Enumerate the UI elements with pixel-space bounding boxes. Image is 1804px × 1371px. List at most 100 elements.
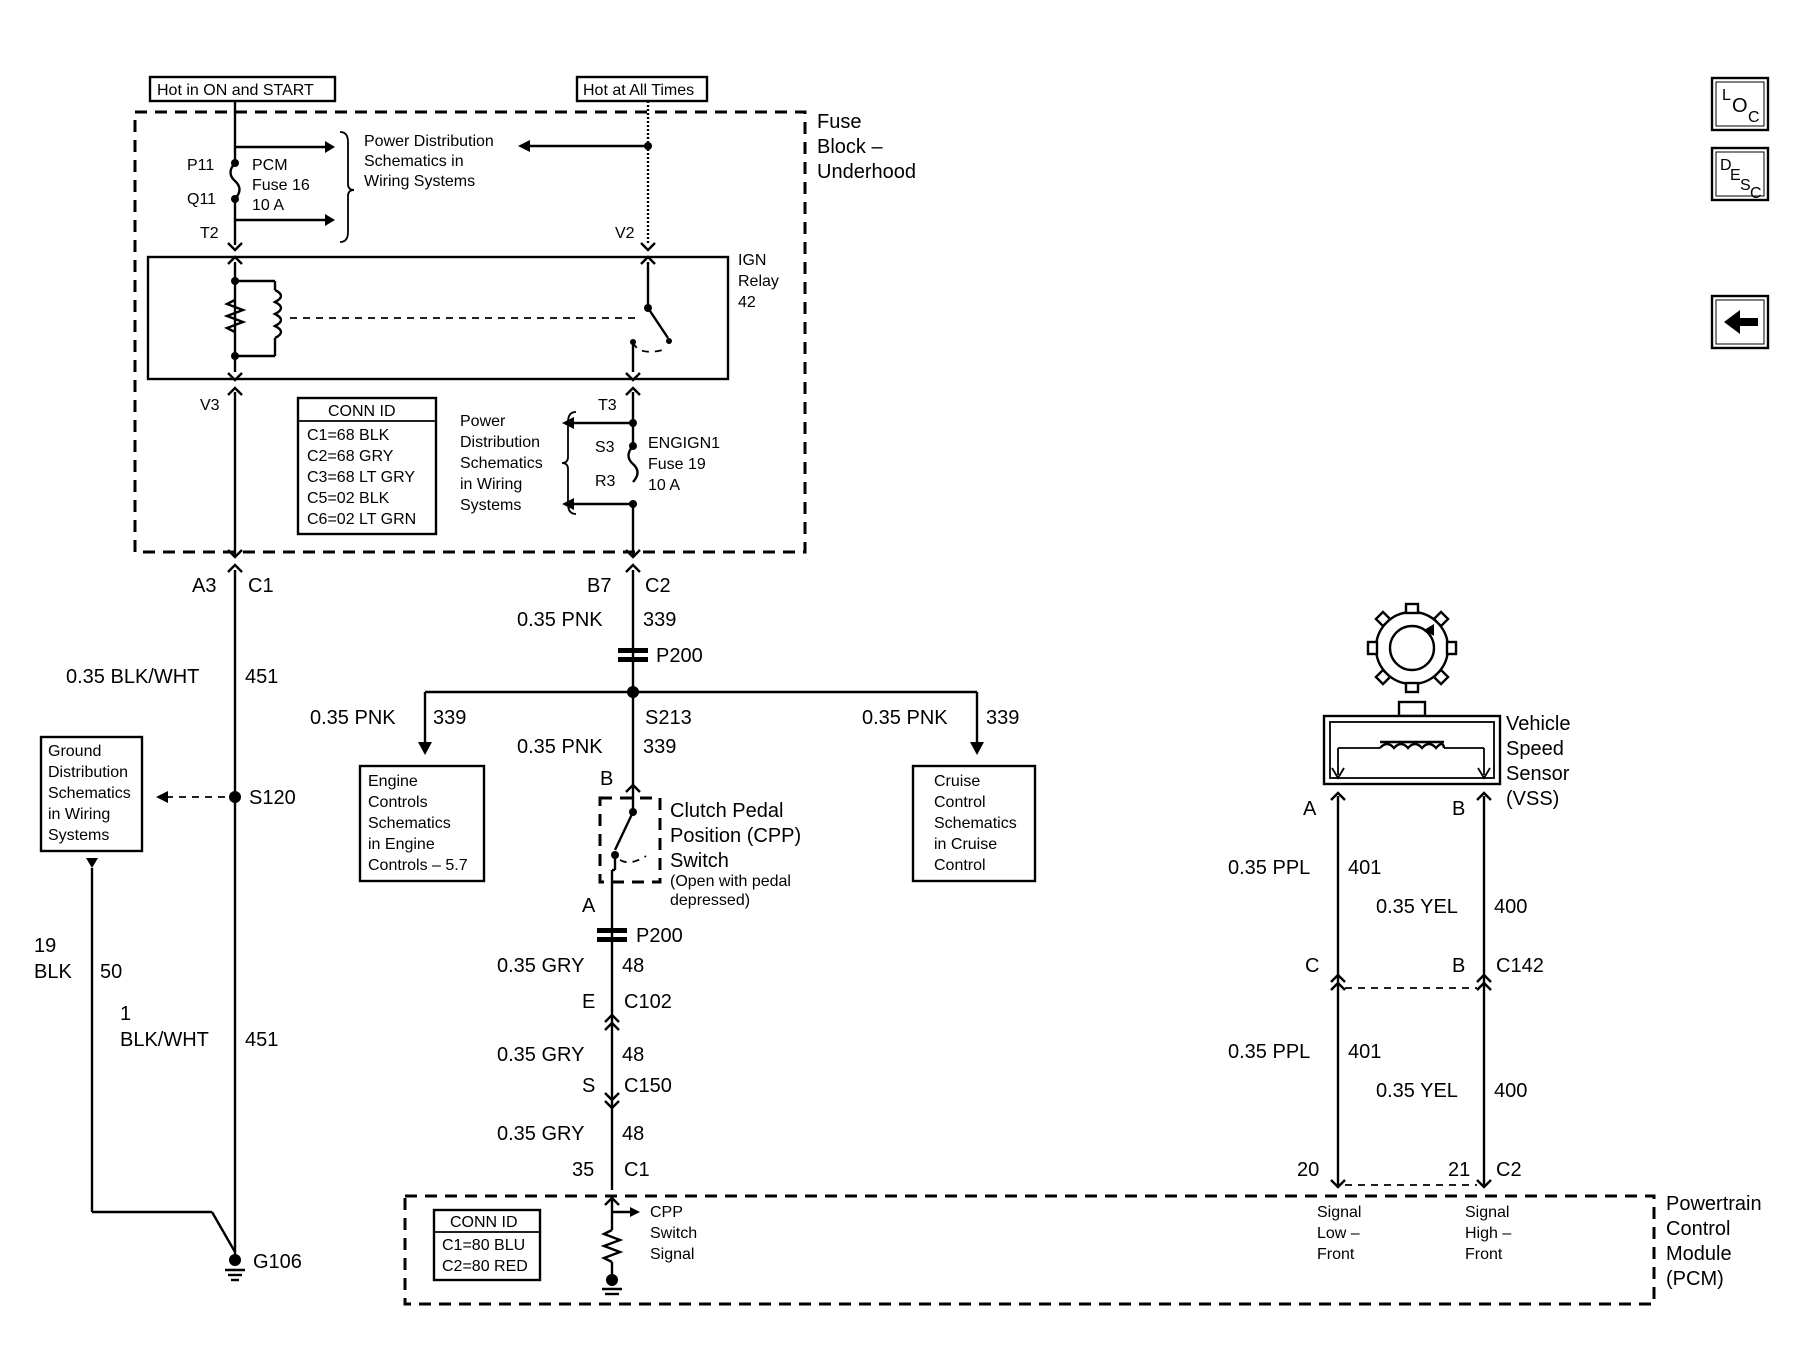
- fuse-block-title: Fuse Block – Underhood: [817, 111, 916, 183]
- svg-text:(VSS): (VSS): [1506, 788, 1559, 810]
- pcm-fuse-16: [229, 162, 241, 200]
- svg-text:Systems: Systems: [48, 827, 109, 844]
- conn-c142: C142: [1496, 955, 1544, 977]
- svg-text:in Cruise: in Cruise: [934, 836, 997, 853]
- blk-gauge: 19: [34, 935, 56, 957]
- vss-coil: [1379, 742, 1446, 750]
- svg-text:High –: High –: [1465, 1225, 1511, 1242]
- svg-text:Front: Front: [1317, 1246, 1355, 1263]
- mid-branch-num: 339: [643, 736, 676, 758]
- svg-text:Clutch Pedal: Clutch Pedal: [670, 800, 783, 822]
- yel2-num: 400: [1494, 1080, 1527, 1102]
- power-distribution-mid: Power Distribution Schematics in Wiring …: [460, 413, 543, 514]
- svg-text:D: D: [1720, 157, 1732, 174]
- lower-gauge: 1: [120, 1003, 131, 1025]
- pin-t3: T3: [598, 397, 617, 414]
- pcm-pin-21: 21: [1448, 1159, 1470, 1181]
- svg-text:in Wiring: in Wiring: [48, 806, 110, 823]
- svg-text:in Engine: in Engine: [368, 836, 435, 853]
- power-distribution-top: Power Distribution Schematics in Wiring …: [364, 133, 494, 190]
- pcm-fuse-labels: P11 Q11 T2 PCM Fuse 16 10 A: [187, 157, 310, 242]
- p200-bottom-connector: [597, 928, 627, 933]
- back-arrow-icon: [1724, 310, 1758, 334]
- right-branch-num: 339: [986, 707, 1019, 729]
- svg-text:10 A: 10 A: [648, 477, 680, 494]
- svg-text:Relay: Relay: [738, 273, 779, 290]
- wire-label-blk-wht: 0.35 BLK/WHT: [66, 666, 199, 688]
- gry3-num: 48: [622, 1123, 644, 1145]
- svg-text:10 A: 10 A: [252, 197, 284, 214]
- pin-e: E: [582, 991, 595, 1013]
- left-branch-label: 0.35 PNK: [310, 707, 396, 729]
- svg-text:(Open with pedal: (Open with pedal: [670, 873, 791, 890]
- cpp-switch-boundary: [598, 796, 662, 884]
- svg-text:Controls – 5.7: Controls – 5.7: [368, 857, 468, 874]
- relay-coil: [272, 288, 283, 340]
- svg-text:S3: S3: [595, 439, 615, 456]
- desc-button[interactable]: D E S C: [1710, 146, 1770, 202]
- svg-text:Speed: Speed: [1506, 738, 1564, 760]
- svg-text:C: C: [1750, 185, 1762, 202]
- svg-text:Schematics: Schematics: [934, 815, 1017, 832]
- svg-text:L: L: [1722, 87, 1731, 104]
- s120-label: S120: [249, 787, 296, 809]
- s213-label: S213: [645, 707, 692, 729]
- svg-text:Hot in ON and START: Hot in ON and START: [157, 82, 314, 99]
- relay-resistor: [223, 298, 247, 334]
- svg-text:Systems: Systems: [460, 497, 521, 514]
- svg-text:Fuse 16: Fuse 16: [252, 177, 310, 194]
- ppl1-label: 0.35 PPL: [1228, 857, 1310, 879]
- wire1-label: 0.35 PNK: [517, 609, 603, 631]
- right-branch-label: 0.35 PNK: [862, 707, 948, 729]
- ppl1-num: 401: [1348, 857, 1381, 879]
- blk-label: BLK: [34, 961, 72, 983]
- svg-text:Fuse: Fuse: [817, 111, 861, 133]
- svg-text:C3=68 LT GRY: C3=68 LT GRY: [307, 469, 415, 486]
- svg-text:O: O: [1732, 95, 1748, 117]
- svg-text:in Wiring: in Wiring: [460, 476, 522, 493]
- signal-low-label: Signal Low – Front: [1317, 1204, 1361, 1263]
- pcm-title: Powertrain Control Module (PCM): [1666, 1193, 1762, 1290]
- svg-text:Control: Control: [934, 857, 986, 874]
- gry3-label: 0.35 GRY: [497, 1123, 584, 1145]
- ground-g106: [225, 1254, 245, 1282]
- gry1-label: 0.35 GRY: [497, 955, 584, 977]
- wire1-num: 339: [643, 609, 676, 631]
- svg-text:T2: T2: [200, 225, 219, 242]
- loc-button[interactable]: L O C: [1710, 76, 1770, 132]
- svg-text:depressed): depressed): [670, 892, 750, 909]
- svg-text:CONN ID: CONN ID: [450, 1214, 518, 1231]
- svg-text:Schematics: Schematics: [368, 815, 451, 832]
- ppl2-num: 401: [1348, 1041, 1381, 1063]
- yel1-num: 400: [1494, 896, 1527, 918]
- ign-relay-label: IGN Relay 42: [738, 252, 779, 311]
- svg-text:CONN ID: CONN ID: [328, 403, 396, 420]
- back-arrow-button[interactable]: [1710, 294, 1770, 350]
- svg-text:Ground: Ground: [48, 743, 101, 760]
- conn-c1-left: C1: [248, 575, 274, 597]
- svg-text:Distribution: Distribution: [48, 764, 128, 781]
- cruise-control-box: Cruise Control Schematics in Cruise Cont…: [911, 764, 1037, 883]
- engign1-labels: S3 R3 ENGIGN1 Fuse 19 10 A: [595, 435, 720, 494]
- svg-text:Schematics in: Schematics in: [364, 153, 464, 170]
- conn-c2-pcm: C2: [1496, 1159, 1522, 1181]
- gry2-label: 0.35 GRY: [497, 1044, 584, 1066]
- svg-text:Powertrain: Powertrain: [1666, 1193, 1762, 1215]
- cpp-switch-contact: [613, 811, 635, 851]
- vss-title: Vehicle Speed Sensor (VSS): [1506, 713, 1571, 810]
- svg-text:E: E: [1730, 167, 1741, 184]
- svg-text:Signal: Signal: [1317, 1204, 1361, 1221]
- engine-controls-box: Engine Controls Schematics in Engine Con…: [358, 764, 486, 883]
- svg-text:Power: Power: [460, 413, 506, 430]
- engign1-fuse-19: [627, 445, 639, 483]
- svg-text:Power Distribution: Power Distribution: [364, 133, 494, 150]
- svg-text:C2=80 RED: C2=80 RED: [442, 1258, 528, 1275]
- svg-text:CPP: CPP: [650, 1204, 683, 1221]
- cpp-switch-label: Clutch Pedal Position (CPP) Switch (Open…: [670, 800, 801, 909]
- svg-text:(PCM): (PCM): [1666, 1268, 1724, 1290]
- pin-v2: V2: [615, 225, 635, 242]
- pin-a3: A3: [192, 575, 216, 597]
- relay-switch: [647, 307, 669, 339]
- svg-text:Switch: Switch: [650, 1225, 697, 1242]
